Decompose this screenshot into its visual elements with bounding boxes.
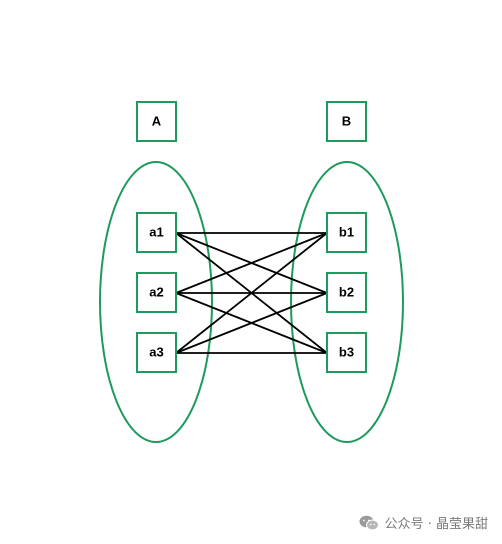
node-b1-label: b1: [339, 224, 354, 239]
node-a3: a3: [136, 332, 177, 373]
set-header-a-box: [136, 101, 177, 142]
set-header-a: A: [136, 101, 177, 142]
wechat-icon: [359, 515, 379, 530]
node-b2: b2: [326, 272, 367, 313]
node-b2-box: [326, 272, 367, 313]
node-a2-box: [136, 272, 177, 313]
set-header-a-label: A: [152, 113, 162, 128]
node-a1-label: a1: [149, 224, 163, 239]
edge-a3-b2: [175, 292, 328, 354]
set-a-outline: [99, 161, 213, 443]
node-a3-label: a3: [149, 344, 163, 359]
set-header-b-box: [326, 101, 367, 142]
node-b3-box: [326, 332, 367, 373]
node-a2-label: a2: [149, 284, 163, 299]
node-a2: a2: [136, 272, 177, 313]
node-a3-box: [136, 332, 177, 373]
set-header-b-label: B: [342, 113, 351, 128]
watermark: 公众号 · 晶莹果甜: [359, 513, 488, 532]
watermark-text: 公众号 · 晶莹果甜: [384, 517, 488, 532]
node-b1: b1: [326, 212, 367, 253]
node-a1-box: [136, 212, 177, 253]
set-b-outline: [290, 161, 404, 443]
set-header-b: B: [326, 101, 367, 142]
node-b3-label: b3: [339, 344, 354, 359]
edge-a2-b1: [175, 232, 328, 294]
node-b3: b3: [326, 332, 367, 373]
edge-a3-b1: [175, 232, 328, 354]
edges: [175, 232, 328, 354]
node-b2-label: b2: [339, 284, 354, 299]
node-a1: a1: [136, 212, 177, 253]
node-b1-box: [326, 212, 367, 253]
